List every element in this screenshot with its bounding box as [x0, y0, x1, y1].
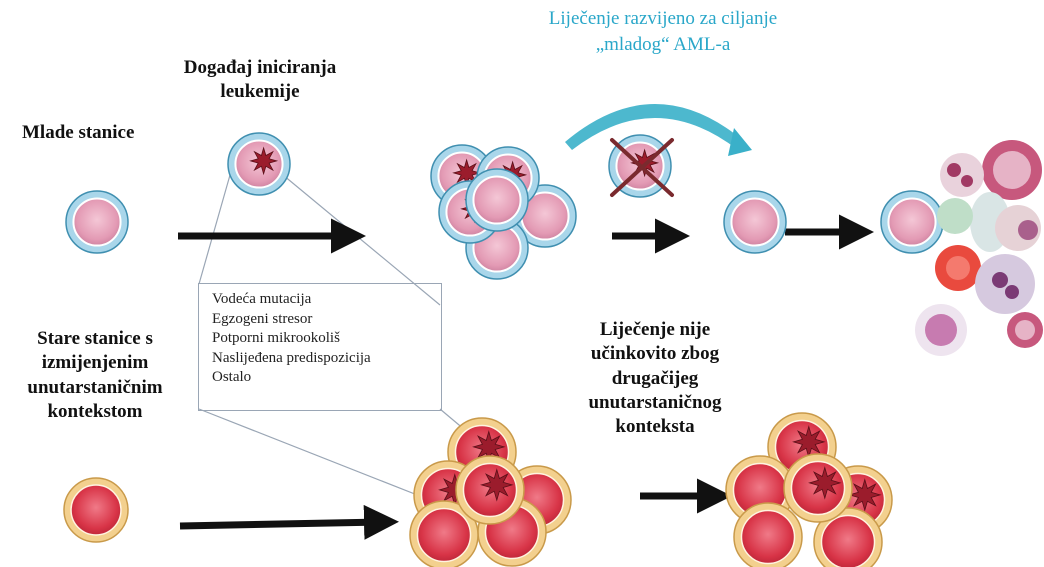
resistant-old-cell	[733, 502, 803, 567]
factor-item: Egzogeni stresor	[212, 310, 313, 327]
mutation-star-icon	[792, 425, 826, 459]
teal-curved-arrow	[565, 104, 752, 156]
label-young-cells: Mlade stanice	[22, 122, 135, 143]
mutation-star-icon	[249, 146, 279, 176]
mutation-star-icon	[808, 466, 842, 500]
leukemic-old-cell	[409, 500, 479, 567]
blocked-treatment-cross-icon	[610, 138, 674, 197]
young-cell	[65, 190, 129, 254]
factor-item: Naslijeđena predispozicija	[212, 349, 371, 366]
arrows	[178, 214, 874, 540]
factors-box: Vodeća mutacija Egzogeni stresor Potporn…	[198, 283, 442, 411]
initiating-cell	[227, 132, 291, 196]
old-cell	[63, 477, 129, 543]
connector-lines	[198, 167, 466, 501]
label-initiating-event: Događaj iniciranja leukemije	[183, 57, 337, 103]
mutation-star-icon	[848, 478, 882, 512]
mature-blood-cells	[915, 140, 1043, 356]
label-treatment-not-effective: Liječenje nije učinkovito zbog drugačije…	[588, 319, 722, 438]
leukemic-old-cell	[455, 455, 525, 525]
normal-young-cell	[723, 190, 787, 254]
label-treatment-young: Liječenje razvijeno za ciljanje „mladog“…	[548, 8, 778, 55]
label-old-cells: Stare stanice s izmijenjenim unutarstani…	[27, 328, 163, 422]
mutation-star-icon	[480, 468, 514, 502]
factor-item: Potporni mikrookoliš	[212, 330, 340, 346]
progenitor-cell	[880, 190, 944, 254]
resistant-old-cell	[783, 453, 853, 523]
process-arrow	[179, 504, 399, 540]
factor-item: Vodeća mutacija	[212, 291, 312, 307]
leukemic-young-cell	[465, 168, 529, 232]
resistant-old-cell	[813, 507, 883, 567]
factor-item: Ostalo	[212, 369, 252, 385]
cells	[63, 132, 944, 567]
